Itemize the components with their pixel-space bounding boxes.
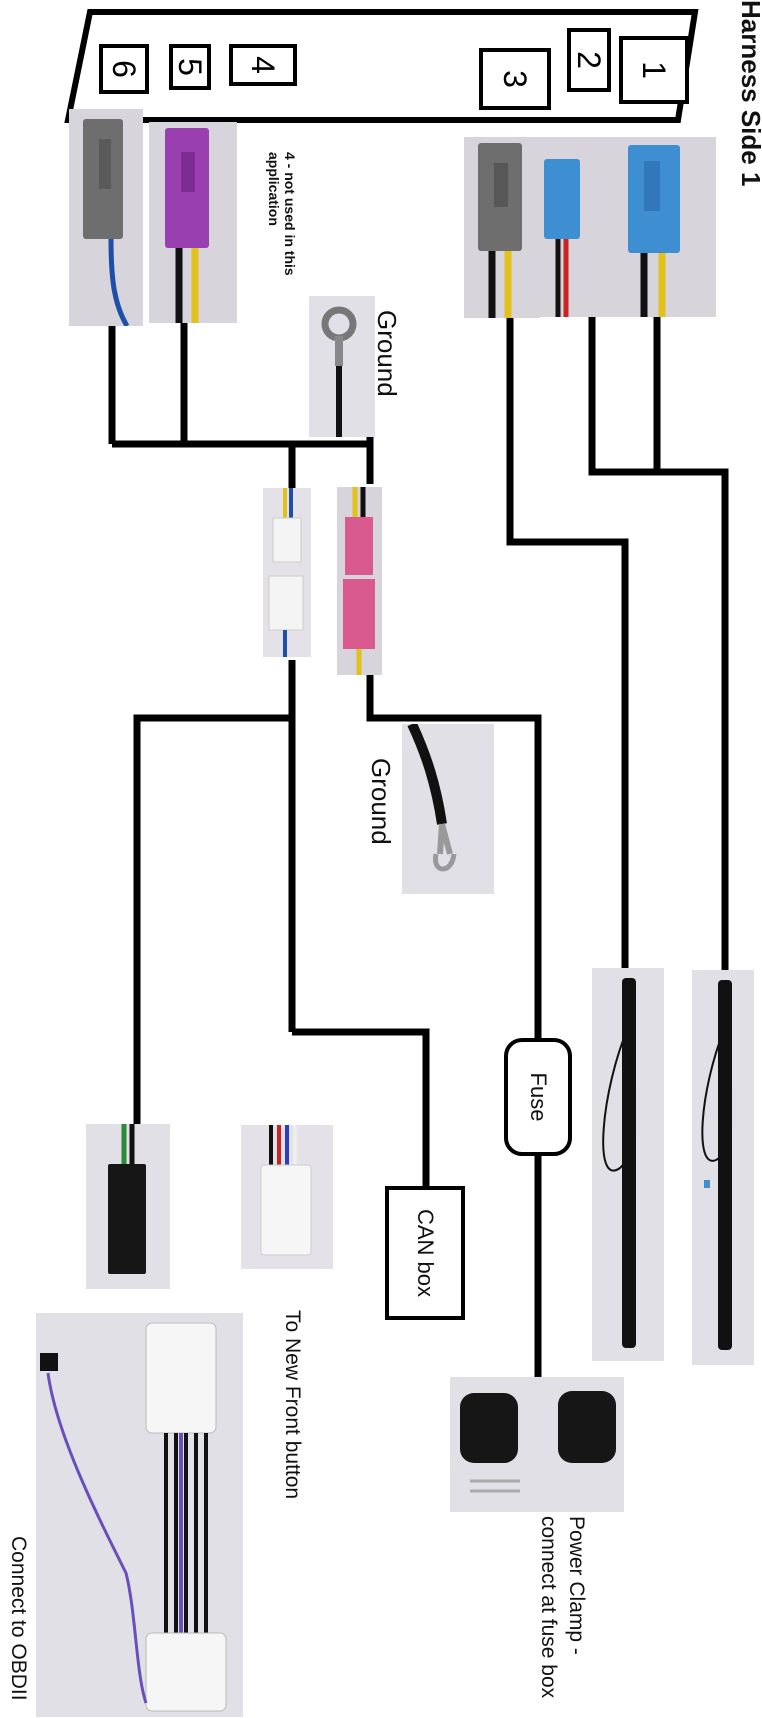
gas-strut-photo-1	[592, 968, 664, 1361]
green-connector-photo	[86, 1124, 170, 1289]
gas-strut-photo-2	[692, 970, 754, 1365]
ground-fork-photo	[402, 724, 494, 894]
obd-harness-photo	[36, 1313, 243, 1717]
power-clamp-label: Power Clamp - connect at fuse box	[537, 1516, 588, 1699]
ground-label-top: Ground	[372, 310, 402, 397]
front-button-label: To New Front button	[281, 1310, 304, 1500]
pink-connector-pair-photo	[337, 487, 382, 675]
white-connector-pair-photo	[263, 488, 311, 657]
pin-box-2: 2	[567, 28, 611, 92]
front-button-connector-photo	[241, 1125, 333, 1269]
wire-pink-down	[366, 675, 542, 1040]
wire-branch-left	[133, 714, 292, 1126]
wire-pin3	[506, 316, 629, 970]
wire-branch-can	[292, 1028, 430, 1186]
pin-box-3: 3	[479, 48, 551, 110]
power-clamp-photo	[450, 1377, 624, 1512]
ground-label-mid: Ground	[366, 758, 396, 845]
fuse-box: Fuse	[504, 1038, 572, 1156]
blue-connector-pin2-photo	[540, 137, 716, 317]
obd-label: Connect to OBDII	[7, 1536, 30, 1701]
can-box: CAN box	[385, 1186, 465, 1320]
pin-box-4: 4	[229, 44, 297, 86]
pin-box-6: 6	[99, 44, 149, 94]
ground-ring-photo	[309, 296, 375, 437]
purple-connector-photo	[149, 122, 237, 323]
grey-connector-pin3-photo	[464, 137, 540, 318]
pin-box-5: 5	[169, 44, 211, 90]
pin4-note: 4 - not used in this application	[266, 152, 298, 276]
page-title: Harness Side 1	[736, 0, 762, 186]
pin-box-1: 1	[619, 36, 689, 104]
grey-connector-photo	[69, 109, 143, 326]
